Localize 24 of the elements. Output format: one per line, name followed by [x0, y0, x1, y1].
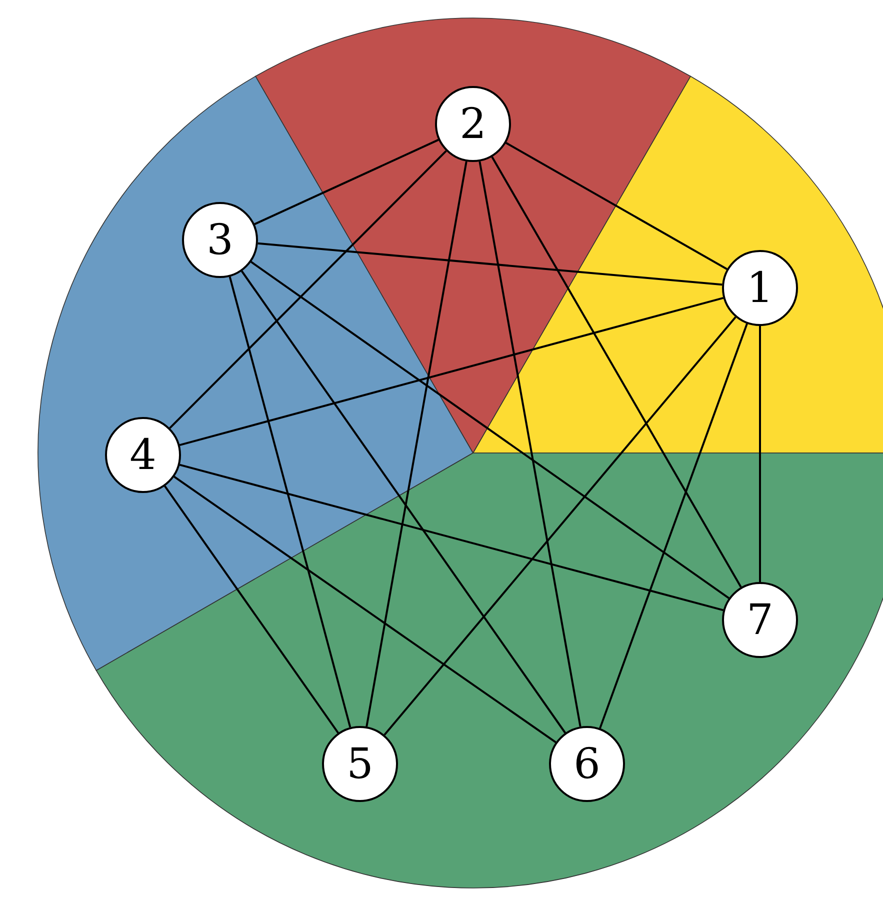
- connector-line: [759, 326, 761, 582]
- connector-line: [174, 476, 556, 744]
- connector-line: [169, 150, 447, 429]
- connector-line: [506, 142, 728, 270]
- connector-line: [366, 161, 468, 727]
- connector-line: [254, 138, 439, 226]
- connector-line: [240, 270, 566, 734]
- connector-line: [491, 156, 742, 588]
- connector-line: [478, 161, 582, 727]
- vertex-label: 3: [206, 219, 234, 261]
- connector-line: [179, 296, 724, 446]
- vertex-label: 6: [574, 743, 600, 785]
- vertex-label: 1: [746, 267, 774, 309]
- connector-line: [250, 261, 730, 599]
- connector-line: [258, 242, 722, 286]
- vertex-label: 4: [130, 434, 156, 476]
- connector-line: [384, 316, 736, 736]
- connector-line: [228, 276, 352, 728]
- connector-line: [164, 486, 339, 734]
- connector-line: [599, 323, 748, 729]
- vertex-label: 7: [746, 599, 774, 641]
- vertex-label: 5: [346, 743, 374, 785]
- connector-line: [179, 464, 724, 612]
- vertex-label: 2: [460, 103, 486, 145]
